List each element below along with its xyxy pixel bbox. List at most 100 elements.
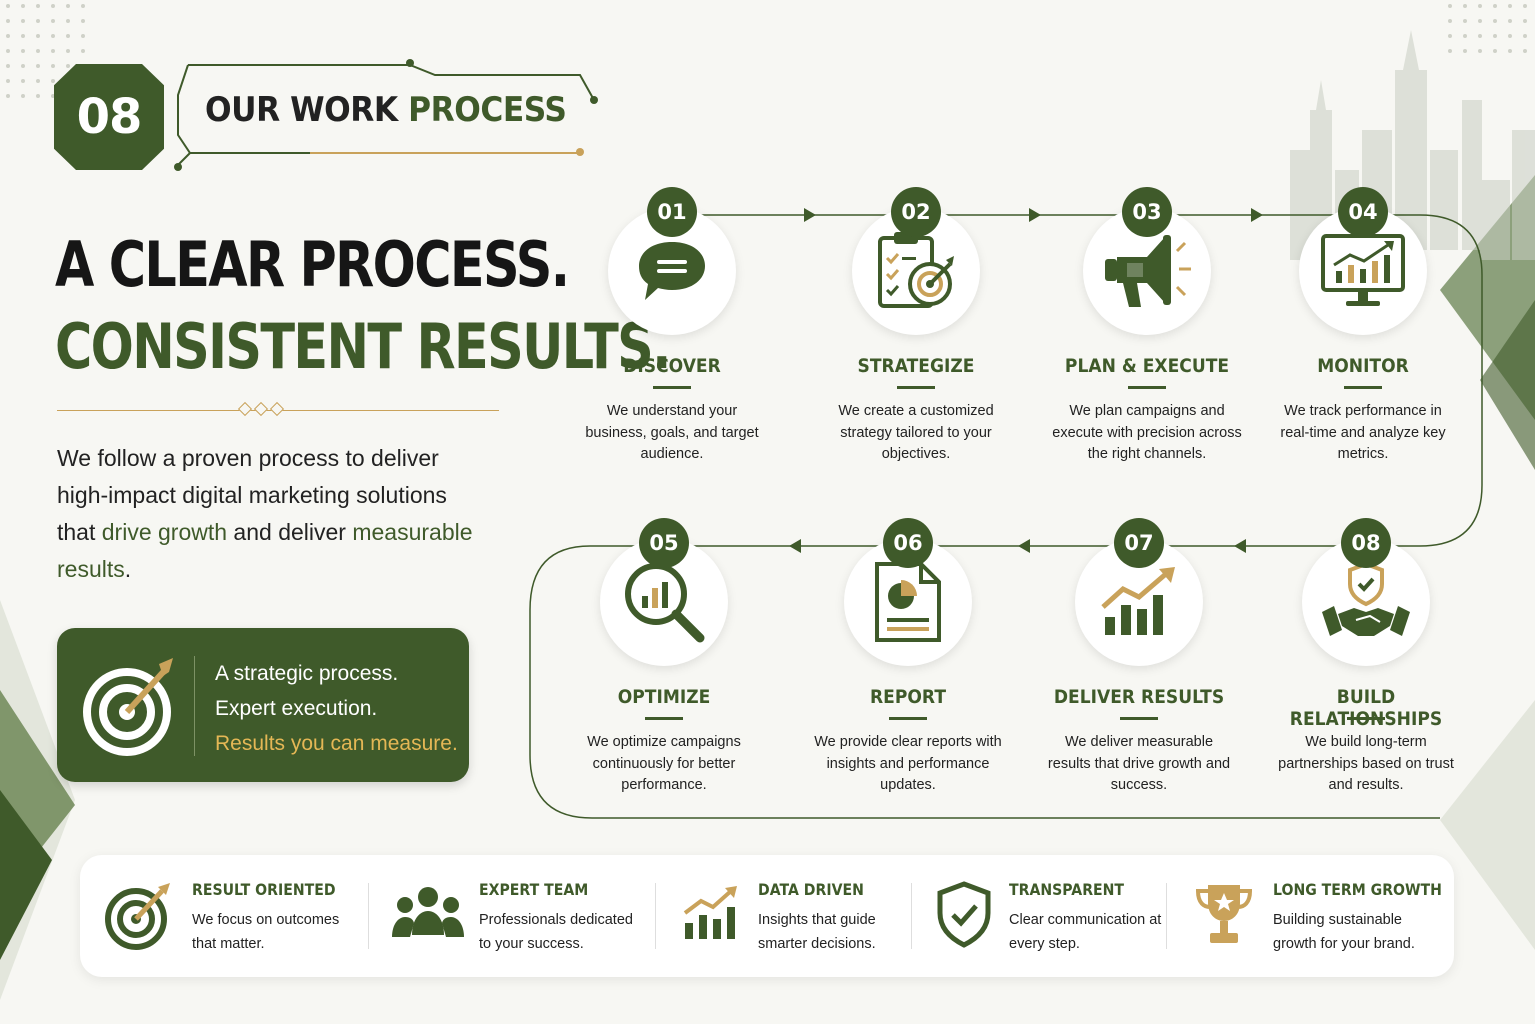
callout-text: A strategic process. Expert execution. R…: [215, 656, 458, 761]
clipboard-target-icon: [878, 232, 954, 308]
step-number: 04: [1338, 187, 1388, 237]
decor-dot: [1463, 4, 1467, 8]
decor-dot: [1493, 34, 1497, 38]
shield-check-icon: [937, 881, 991, 948]
decor-dot: [1508, 4, 1512, 8]
step-description: We optimize campaigns continuously for b…: [587, 734, 741, 793]
callout-line3: Results you can measure.: [215, 732, 458, 755]
feature-description: Clear communication at every step.: [1009, 912, 1162, 952]
report-document-icon: [875, 562, 941, 642]
decor-dot: [6, 19, 10, 23]
decor-dot: [1493, 49, 1497, 53]
process-step-8: 08 BUILD RELATIONSHIPS We build long-ter…: [1251, 518, 1481, 818]
decor-dot: [1448, 34, 1452, 38]
step-underline: [653, 386, 691, 389]
decor-dot: [21, 64, 25, 68]
step-underline: [1344, 386, 1382, 389]
intro-highlight-results: measurable results: [57, 519, 473, 582]
decor-dot: [21, 19, 25, 23]
feature-title: LONG TERM GROWTH: [1273, 880, 1442, 899]
step-underline: [1128, 386, 1166, 389]
decor-dot: [36, 94, 40, 98]
process-step-3: 03 PLAN & EXECUTE We plan campaigns and …: [1032, 187, 1262, 487]
decor-dot: [21, 94, 25, 98]
decor-dot: [1463, 49, 1467, 53]
hero-heading-line1: A CLEAR PROCESS.: [55, 228, 570, 301]
handshake-shield-icon: [1322, 561, 1410, 636]
megaphone-icon: [1105, 235, 1191, 307]
decor-dot: [1508, 19, 1512, 23]
decor-dot: [6, 64, 10, 68]
decor-dot: [1523, 34, 1527, 38]
decor-dot: [66, 19, 70, 23]
decor-dot: [51, 34, 55, 38]
decor-dot: [1493, 4, 1497, 8]
decor-dot: [1478, 34, 1482, 38]
decor-dot: [6, 79, 10, 83]
decor-dot: [51, 94, 55, 98]
decor-dot: [81, 34, 85, 38]
step-underline: [897, 386, 935, 389]
step-label: MONITOR: [1317, 355, 1409, 377]
decor-dot: [1493, 19, 1497, 23]
decor-dot: [6, 94, 10, 98]
step-number: 06: [883, 518, 933, 568]
feature-title: TRANSPARENT: [1009, 880, 1125, 899]
monitor-chart-icon: [1321, 234, 1405, 306]
decor-dot: [66, 64, 70, 68]
trophy-icon: [1195, 885, 1253, 943]
hero-heading-line2: CONSISTENT RESULTS.: [55, 310, 671, 383]
step-number: 07: [1114, 518, 1164, 568]
step-number: 03: [1122, 187, 1172, 237]
feature-description: Insights that guide smarter decisions.: [758, 912, 876, 952]
feature-result-oriented: RESULT ORIENTED We focus on outcomes tha…: [104, 855, 374, 977]
feature-separator: [368, 883, 369, 949]
step-underline: [1347, 717, 1385, 720]
decor-dot: [6, 34, 10, 38]
decor-dot: [1463, 34, 1467, 38]
feature-data-driven: DATA DRIVEN Insights that guide smarter …: [683, 855, 913, 977]
decor-dot: [1463, 19, 1467, 23]
decor-dot: [36, 79, 40, 83]
callout-line1: A strategic process.: [215, 662, 399, 685]
feature-separator: [1166, 883, 1167, 949]
magnifier-chart-icon: [625, 563, 705, 643]
decor-dot: [51, 64, 55, 68]
section-title: OUR WORK PROCESS: [205, 90, 567, 130]
intro-highlight-growth: drive growth: [101, 519, 228, 545]
decor-dot: [1448, 4, 1452, 8]
intro-paragraph: We follow a proven process to deliver hi…: [57, 445, 473, 582]
decor-dot: [51, 79, 55, 83]
step-underline: [889, 717, 927, 720]
decor-dot: [1448, 19, 1452, 23]
chat-bubble-icon: [639, 242, 705, 300]
header-circuit-frame: [174, 59, 598, 171]
feature-expert-team: EXPERT TEAM Professionals dedicated to y…: [392, 855, 652, 977]
step-label: PLAN & EXECUTE: [1064, 355, 1230, 377]
section-title-part2: PROCESS: [408, 90, 567, 130]
decor-dot: [81, 19, 85, 23]
step-label: BUILD RELATIONSHIPS: [1290, 686, 1442, 730]
decor-dot: [21, 34, 25, 38]
callout-line2: Expert execution.: [215, 697, 378, 720]
decor-dot: [81, 49, 85, 53]
step-description: We track performance in real-time and an…: [1280, 403, 1446, 462]
decor-dot: [36, 34, 40, 38]
step-label: OPTIMIZE: [617, 686, 711, 708]
step-label: DELIVER RESULTS: [1053, 686, 1225, 708]
decor-dot: [21, 49, 25, 53]
step-label: REPORT: [870, 686, 946, 708]
decor-dot: [1523, 19, 1527, 23]
step-number: 02: [891, 187, 941, 237]
process-step-2: 02 STRATEGIZE We create a customized str…: [801, 187, 1031, 487]
target-icon: [105, 883, 170, 950]
decor-dot: [1448, 49, 1452, 53]
step-description: We understand your business, goals, and …: [585, 403, 759, 462]
decor-dot: [36, 64, 40, 68]
feature-separator: [655, 883, 656, 949]
decor-dot: [1478, 4, 1482, 8]
strategy-callout-box: A strategic process. Expert execution. R…: [57, 628, 469, 782]
decor-dot: [51, 19, 55, 23]
feature-separator: [911, 883, 912, 949]
